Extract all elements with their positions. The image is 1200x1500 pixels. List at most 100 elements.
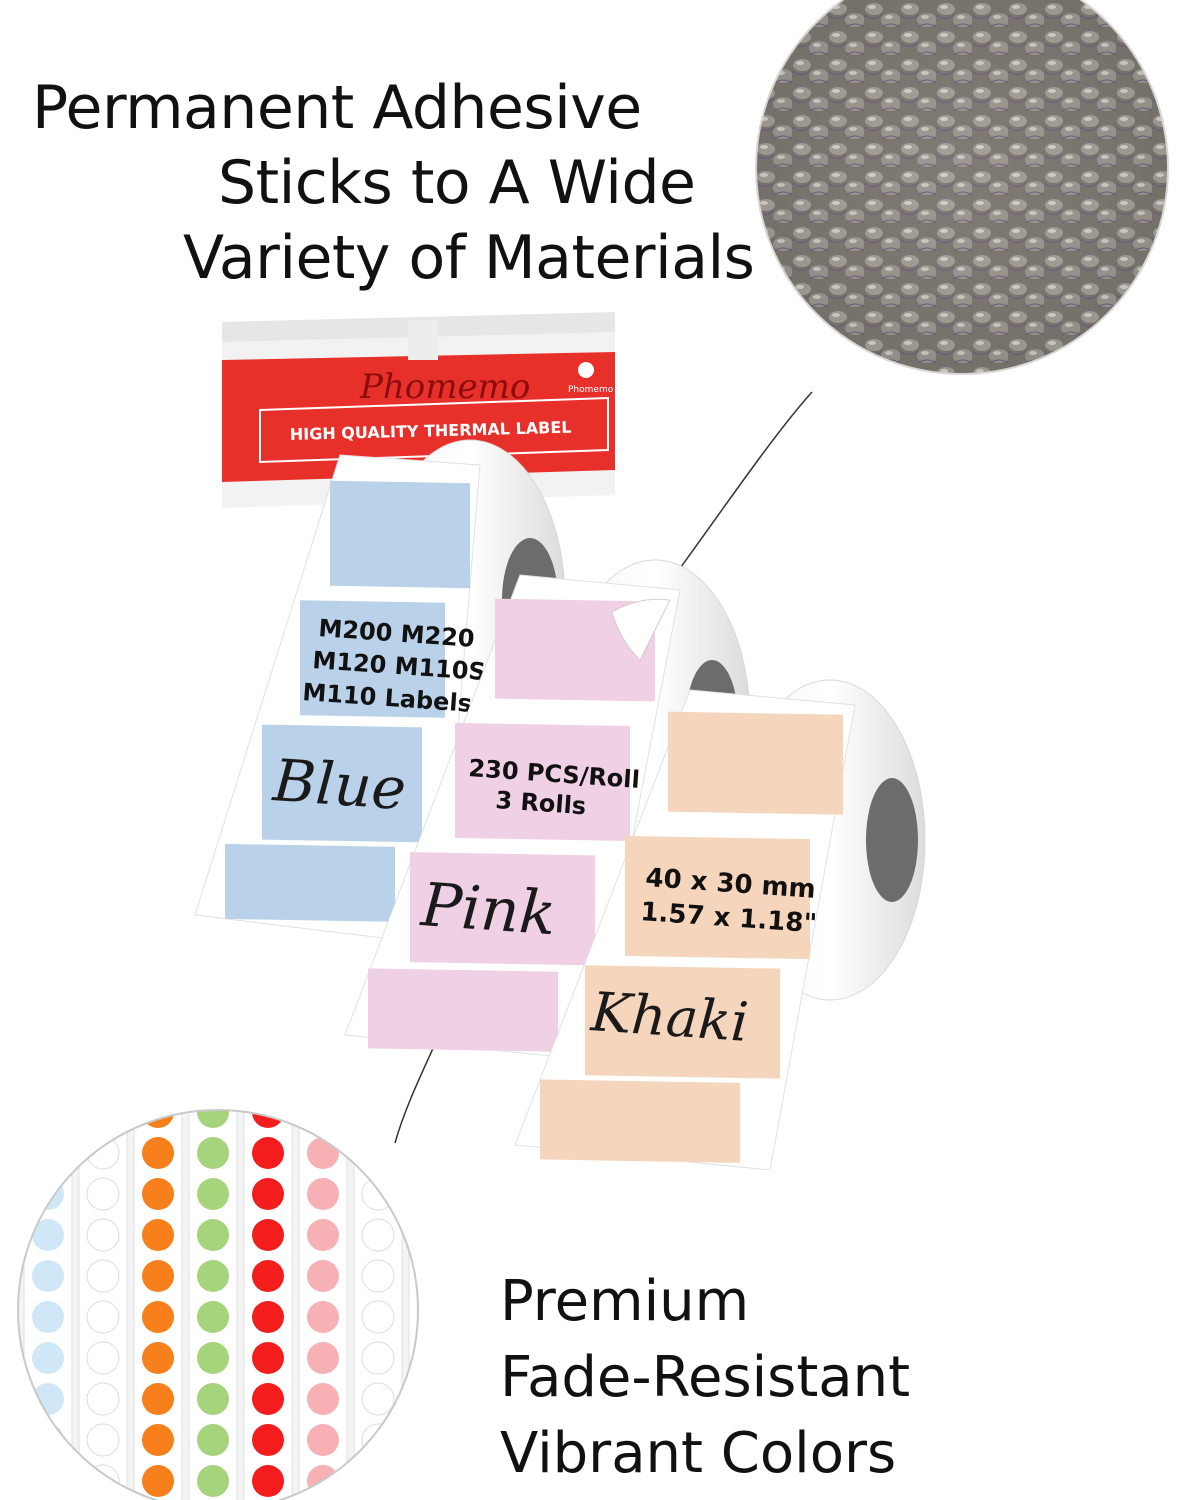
dot-sticker [142,1342,174,1374]
dot-sticker [197,1301,229,1333]
dot-sticker [361,1464,395,1498]
dot-sticker [86,1177,120,1211]
footline-line-1: Premium [500,1269,750,1334]
sticker-strip [243,1110,293,1500]
footline-line-2: Fade-Resistant [500,1345,911,1410]
dot-sticker [252,1178,284,1210]
dot-sticker [417,1260,418,1292]
dot-sticker [142,1383,174,1415]
dot-sticker [142,1465,174,1497]
dot-sticker [197,1383,229,1415]
dot-sticker [86,1136,120,1170]
dot-sticker [197,1219,229,1251]
dot-sticker [417,1137,418,1169]
dot-sticker [361,1136,395,1170]
dot-sticker [197,1342,229,1374]
dot-sticker [252,1110,284,1128]
dot-sticker [142,1301,174,1333]
dot-sticker [197,1465,229,1497]
adhesive-texture-circle [755,0,1169,375]
dot-sticker [252,1342,284,1374]
blue-label-1 [330,480,470,589]
dot-sticker [142,1424,174,1456]
dot-sticker [86,1341,120,1375]
dot-sticker [197,1424,229,1456]
dot-sticker [86,1423,120,1457]
dot-sticker [417,1178,418,1210]
box-brand-text: Phomemo [359,367,530,407]
pink-label-roll [344,559,751,1061]
dot-sticker [307,1383,339,1415]
box-red-band [222,352,615,482]
dot-sticker [361,1259,395,1293]
khaki-label-1 [668,711,843,815]
dot-sticker [361,1300,395,1334]
khaki-label-4 [540,1079,740,1163]
dot-sticker [417,1301,418,1333]
dot-sticker [32,1342,64,1374]
dot-sticker [417,1465,418,1497]
dot-sticker [197,1137,229,1169]
dot-sticker [32,1424,64,1456]
blue-label-4 [225,843,395,922]
dot-sticker [307,1260,339,1292]
dot-sticker [307,1110,339,1128]
dot-sticker [361,1341,395,1375]
headline-line-3: Variety of Materials [183,223,755,293]
color-dots-circle [17,1109,419,1500]
dot-sticker [252,1137,284,1169]
dot-sticker [86,1300,120,1334]
dot-sticker [252,1219,284,1251]
dot-sticker [361,1382,395,1416]
dot-sticker [307,1178,339,1210]
khaki-label-roll [514,679,926,1171]
dot-sticker [252,1424,284,1456]
sticker-strip [408,1110,418,1500]
dot-sticker [86,1110,120,1129]
dot-sticker [142,1219,174,1251]
dot-sticker [252,1465,284,1497]
dot-sticker [32,1383,64,1415]
phomemo-logo-icon [578,362,594,378]
dot-sticker [197,1260,229,1292]
headline-line-2: Sticks to A Wide [218,148,696,218]
box-small-brand-text: Phomemo [568,385,614,395]
dot-sticker [417,1383,418,1415]
dot-sticker [197,1178,229,1210]
dot-sticker [86,1382,120,1416]
dot-sticker [417,1219,418,1251]
dot-sticker [86,1218,120,1252]
peeled-corner [611,598,671,661]
dot-sticker [142,1260,174,1292]
dot-sticker [197,1110,229,1128]
sticker-strip [353,1110,403,1500]
dot-sticker [417,1424,418,1456]
dot-sticker [417,1342,418,1374]
dot-sticker [307,1137,339,1169]
pink-label-3 [410,852,595,966]
dot-sticker [307,1219,339,1251]
pink-label-1 [495,598,655,702]
dot-sticker [86,1259,120,1293]
dot-sticker [252,1301,284,1333]
dot-sticker [252,1383,284,1415]
dot-sticker [307,1301,339,1333]
pink-name-text: Pink [418,870,558,949]
dot-sticker [32,1137,64,1169]
dot-sticker [32,1110,64,1128]
pink-label-2 [455,722,630,841]
footline-line-3: Vibrant Colors [500,1421,897,1486]
dot-sticker [252,1260,284,1292]
dot-sticker [417,1110,418,1128]
dot-sticker [32,1260,64,1292]
dot-sticker [32,1219,64,1251]
dot-sticker [32,1465,64,1497]
blue-label-2 [300,600,445,718]
dot-sticker [32,1301,64,1333]
dot-sticker [361,1218,395,1252]
dot-sticker [361,1110,395,1129]
khaki-label-3 [585,965,780,1079]
blue-label-3 [262,724,422,843]
khaki-name-text: Khaki [588,980,750,1054]
headline-line-1: Permanent Adhesive [32,73,642,143]
